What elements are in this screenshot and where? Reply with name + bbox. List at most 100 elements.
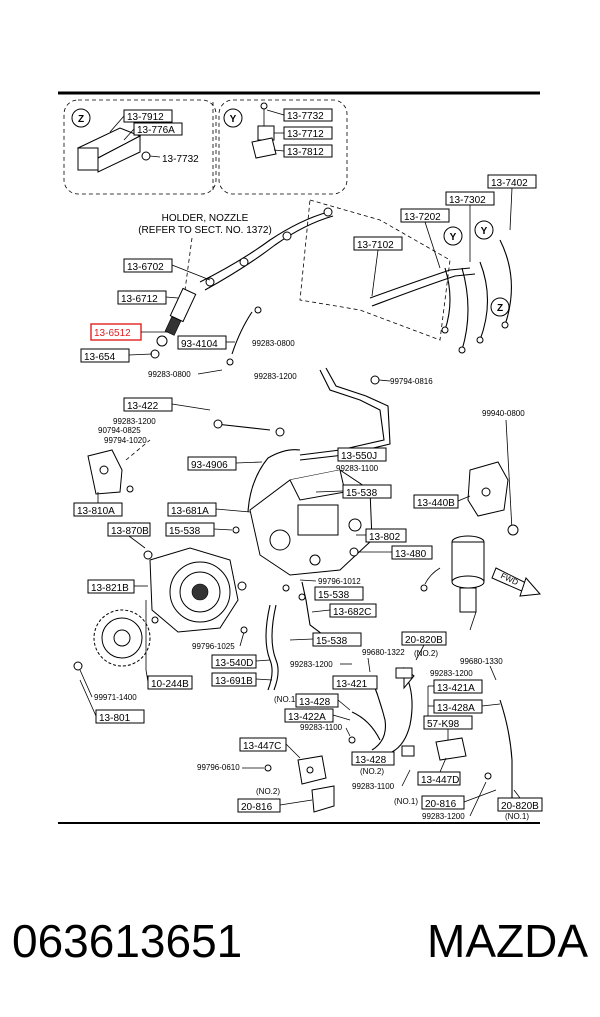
small-text-s23: (NO.2) — [256, 787, 280, 796]
clamp-block-icon — [76, 127, 142, 173]
inset-z-marker — [71, 108, 91, 128]
callout-c19: 13-480 — [395, 549, 427, 560]
callout-c10: 13-422 — [127, 401, 159, 412]
inset-z-letter: Z — [78, 114, 84, 125]
callout-c5: 13-6702 — [127, 262, 164, 273]
marker-y-1 — [443, 226, 463, 246]
marker-y-2 — [474, 220, 494, 240]
leak-off-pipe — [299, 367, 391, 461]
small-text-s7: 99794-1020 — [104, 436, 147, 445]
callout-c21: 13-821B — [91, 583, 129, 594]
inset-z-frame — [63, 99, 217, 195]
small-text-s6: 90794-0825 — [98, 426, 141, 435]
callout-c23: 13-682C — [333, 607, 371, 618]
callout-c6: 13-6712 — [121, 294, 158, 305]
holder-note-line2: (REFER TO SECT. NO. 1372) — [138, 225, 272, 236]
callout-c2: 13-7302 — [449, 195, 486, 206]
small-text-s25: 99283-1200 — [422, 812, 465, 821]
callout-c28: 13-691B — [215, 676, 253, 687]
small-text-s14: (NO.2) — [414, 649, 438, 658]
svg-text:Z: Z — [497, 303, 503, 314]
small-text-s11: 99796-1025 — [192, 642, 235, 651]
return-hose — [231, 311, 253, 355]
small-text-s1: 99283-0800 — [252, 339, 295, 348]
injection-pump — [249, 469, 373, 576]
inset-y-label-2: 13-7712 — [287, 129, 324, 140]
callout-c11: 13-550J — [341, 451, 377, 462]
callout-c31: 13-428A — [437, 703, 475, 714]
inset-y-letter: Y — [230, 114, 237, 125]
bracket-447c-icon — [297, 755, 335, 813]
callout-c30: 13-421A — [437, 683, 475, 694]
svg-text:Y: Y — [450, 232, 457, 243]
callout-c26: 13-540D — [215, 658, 253, 669]
callout-c24: 15-538 — [316, 636, 348, 647]
return-hose-lower — [213, 419, 285, 437]
callout-c41: 20-820B — [501, 801, 539, 812]
callout-c16: 15-538 — [169, 526, 201, 537]
callout-c22: 15-538 — [318, 590, 350, 601]
inset-z-label-1: 13-7912 — [127, 112, 164, 123]
inset-z-label-3: 13-7732 — [162, 154, 199, 165]
small-text-s9: 99940-0800 — [482, 409, 525, 418]
inset-y-label-1: 13-7732 — [287, 111, 324, 122]
small-text-s13: 99680-1322 — [362, 648, 405, 657]
inset-y-label-3: 13-7812 — [287, 147, 324, 158]
nozzle-icon — [150, 287, 197, 359]
callout-c17: 13-870B — [111, 526, 149, 537]
callout-c14: 15-538 — [346, 488, 378, 499]
small-text-s8: 99283-1100 — [336, 464, 379, 473]
callout-c7: 13-6512 — [94, 328, 131, 339]
callout-c35: 57-K98 — [427, 719, 460, 730]
inset-y-marker — [223, 108, 243, 128]
small-text-s22: 99283-1100 — [352, 782, 395, 791]
callout-c36: 13-447C — [243, 741, 281, 752]
mount-bracket-icon — [467, 461, 519, 536]
injection-area-outline — [299, 199, 451, 341]
callout-c13: 13-810A — [77, 506, 115, 517]
callout-c8: 13-654 — [84, 352, 116, 363]
footer-brand: MAZDA — [427, 915, 588, 967]
callout-c40: 20-816 — [425, 799, 457, 810]
small-text-s4: 99794-0816 — [390, 377, 433, 386]
callout-c39: 20-816 — [241, 802, 273, 813]
footer-part-number: 063613651 — [12, 915, 242, 967]
pump-pulley-housing — [149, 547, 247, 633]
callout-c25: 20-820B — [405, 635, 443, 646]
clip-icon — [435, 737, 467, 761]
inset-y-frame — [218, 99, 348, 195]
bracket-810a-icon — [87, 449, 134, 495]
callout-c12: 93-4906 — [191, 460, 228, 471]
callout-c20: 13-440B — [417, 498, 455, 509]
small-text-s20: (NO.2) — [360, 767, 384, 776]
small-text-s18: (NO.1) — [274, 695, 298, 704]
callout-c37: 13-428 — [355, 755, 387, 766]
injection-pipe-group — [199, 207, 512, 354]
holder-note-line1: HOLDER, NOZZLE — [162, 213, 249, 224]
timing-gear-icon — [93, 609, 151, 667]
small-text-s10: 99796-1012 — [318, 577, 361, 586]
callout-c34: 13-422A — [288, 712, 326, 723]
callout-c15: 13-681A — [171, 506, 209, 517]
callout-c27: 10-244B — [151, 679, 189, 690]
bolt-icon — [141, 151, 161, 161]
callout-c1: 13-7402 — [491, 178, 528, 189]
inset-z-label-2: 13-776A — [137, 125, 175, 136]
vacuum-hose-group — [371, 666, 513, 798]
marker-z — [490, 297, 510, 317]
small-text-s5: 99283-1200 — [113, 417, 156, 426]
callout-c38: 13-447D — [421, 775, 459, 786]
callout-c33: 13-428 — [299, 697, 331, 708]
small-text-s3: 99283-1200 — [254, 372, 297, 381]
small-text-s21: 99796-0610 — [197, 763, 240, 772]
small-text-s12: 99283-1200 — [290, 660, 333, 669]
hose-422a — [351, 711, 381, 741]
callout-c4: 13-7102 — [357, 240, 394, 251]
small-text-s16: 99680-1330 — [460, 657, 503, 666]
callout-c29: 13-421 — [336, 679, 368, 690]
solenoid-valve-icon — [420, 535, 485, 631]
bracket-icon — [251, 102, 277, 159]
svg-text:Y: Y — [481, 226, 488, 237]
callout-c18: 13-802 — [369, 532, 401, 543]
